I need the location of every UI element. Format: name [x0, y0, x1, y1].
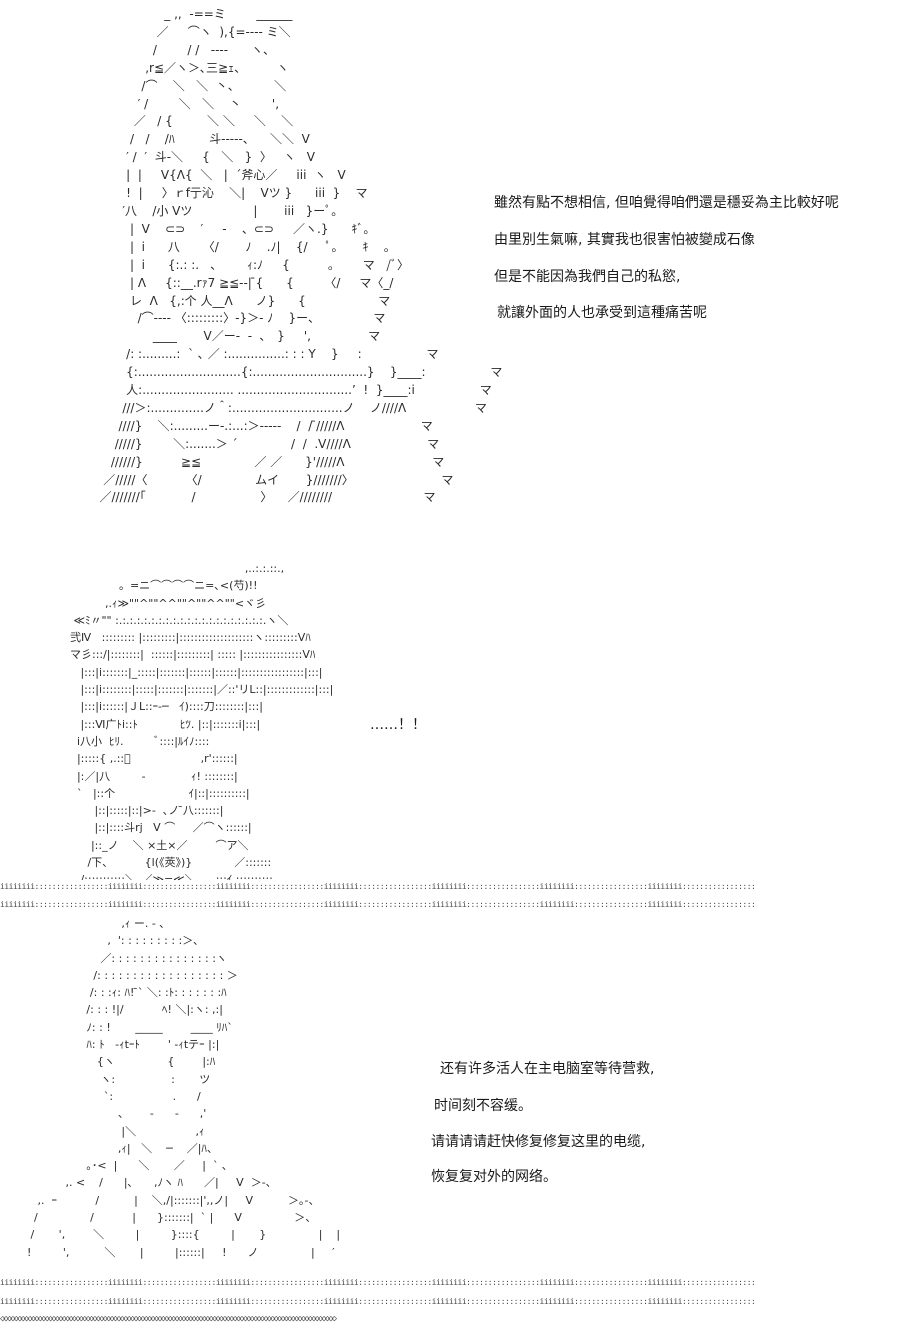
dialog-line-6: 时间刻不容缓。	[434, 1098, 532, 1114]
dialog-exclaim: ……！！	[370, 717, 426, 733]
separator-1a: iiiiiiii:::::::::::::::::iiiiiiii:::::::…	[0, 882, 756, 891]
dialog-line-3: 但是不能因為我們自己的私慾,	[494, 269, 681, 285]
ascii-art-shocked-girl: ,..:.:.::., 。=ニ⌒⌒⌒⌒ニ=､<(芍)!! ,.ｨ≫""^""^^…	[69, 562, 334, 880]
ascii-art-boy: ,ｨ ー. - ､ , ': : : : : : : : :＞､ ／: : : …	[26, 917, 341, 1259]
panel-3: ,ｨ ー. - ､ , ': : : : : : : : :＞､ ／: : : …	[0, 915, 900, 1275]
dialog-line-5: 还有许多活人在主电脑室等待营救,	[440, 1061, 655, 1077]
panel-2: ,..:.:.::., 。=ニ⌒⌒⌒⌒ニ=､<(芍)!! ,.ｨ≫""^""^^…	[0, 560, 900, 880]
separator-2b: iiiiiiii:::::::::::::::::iiiiiiii:::::::…	[0, 1297, 756, 1306]
ascii-art-two-girls: _ ,, -==ミ ______ ／ ⌒ヽ ),{=---- ミ＼ / / / …	[99, 7, 503, 505]
separator-1b: iiiiiiii:::::::::::::::::iiiiiiii:::::::…	[0, 900, 756, 909]
dialog-line-2: 由里別生氣嘛, 其實我也很害怕被變成石像	[494, 232, 755, 248]
dialog-line-7: 请请请请赶快修复修复这里的电缆,	[431, 1134, 646, 1150]
dialog-line-1: 雖然有點不想相信, 但咱覺得咱們還是穩妥為主比較好呢	[494, 195, 839, 211]
dialog-line-8: 恢复复对外的网络。	[431, 1169, 557, 1185]
separator-bottom: ◇◇◇◇◇◇◇◇◇◇◇◇◇◇◇◇◇◇◇◇◇◇◇◇◇◇◇◇◇◇◇◇◇◇◇◇◇◇◇◇…	[0, 1314, 337, 1324]
panel-1: _ ,, -==ミ ______ ／ ⌒ヽ ),{=---- ミ＼ / / / …	[0, 0, 900, 530]
dialog-line-4: 就讓外面的人也承受到這種痛苦呢	[497, 305, 707, 321]
separator-2a: iiiiiiii:::::::::::::::::iiiiiiii:::::::…	[0, 1278, 756, 1287]
